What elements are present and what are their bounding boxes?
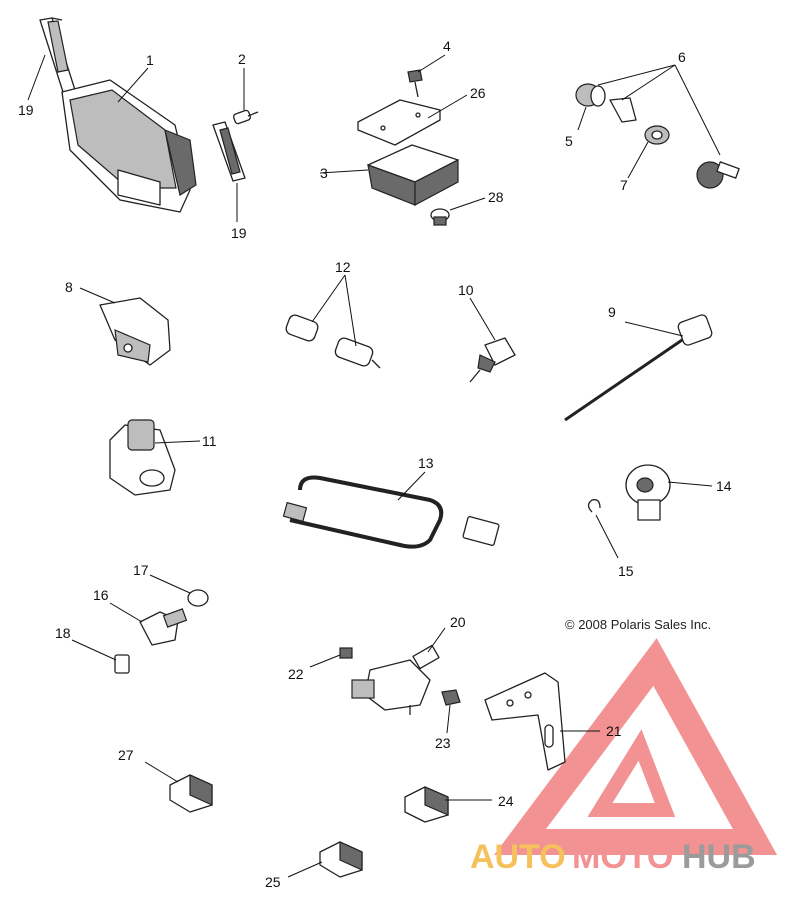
callout-10: 10 <box>458 282 474 298</box>
callout-20: 20 <box>450 614 466 630</box>
callout-27: 27 <box>118 747 134 763</box>
leader-lines <box>27 54 721 878</box>
callout-2: 2 <box>238 51 246 67</box>
callout-9: 9 <box>608 304 616 320</box>
callout-28: 28 <box>488 189 504 205</box>
watermark-logo: AUTO MOTO HUB <box>470 638 778 876</box>
part-20-idle-valve <box>351 644 440 715</box>
part-17-o-ring <box>187 589 209 607</box>
callout-4: 4 <box>443 38 451 54</box>
callout-3: 3 <box>320 165 328 181</box>
part-6-sensor-right <box>696 161 740 189</box>
part-18-bolt <box>114 654 130 674</box>
part-21-bracket <box>484 672 566 771</box>
callout-16: 16 <box>93 587 109 603</box>
part-22-screw <box>339 647 353 659</box>
callout-24: 24 <box>498 793 514 809</box>
part-27-relay <box>169 774 213 813</box>
part-1-ecu <box>61 79 197 213</box>
callout-14: 14 <box>716 478 732 494</box>
part-10-temp-sensor <box>469 337 516 383</box>
callout-18: 18 <box>55 625 71 641</box>
part-2-screw <box>232 109 259 125</box>
part-19-bracket-right <box>212 121 246 182</box>
watermark-moto: MOTO <box>572 838 673 876</box>
callout-13: 13 <box>418 455 434 471</box>
callout-25: 25 <box>265 874 281 890</box>
part-8-map-sensor <box>99 297 171 366</box>
callout-15: 15 <box>618 563 634 579</box>
part-6-clip <box>609 97 637 123</box>
part-19-bracket-left <box>39 17 76 93</box>
callout-21: 21 <box>606 723 622 739</box>
part-26-cover-plate <box>357 99 441 146</box>
part-16-sensor <box>139 608 188 646</box>
part-28-grommet <box>430 208 450 226</box>
part-23-nut <box>441 689 461 706</box>
callout-19-left: 19 <box>18 102 34 118</box>
part-12-fuses <box>285 314 381 369</box>
callout-17: 17 <box>133 562 149 578</box>
part-4-bolt <box>407 69 423 98</box>
part-7-washer <box>644 125 670 145</box>
part-3-module-box <box>367 144 459 207</box>
callout-26: 26 <box>470 85 486 101</box>
part-25-relay <box>319 841 363 878</box>
part-11-throttle-sensor <box>109 419 176 496</box>
watermark-auto: AUTO <box>470 838 566 876</box>
callout-19-right: 19 <box>231 225 247 241</box>
callout-7: 7 <box>620 177 628 193</box>
watermark-hub: HUB <box>682 838 756 876</box>
callout-8: 8 <box>65 279 73 295</box>
callout-6: 6 <box>678 49 686 65</box>
copyright-notice: © 2008 Polaris Sales Inc. <box>565 617 711 632</box>
callout-1: 1 <box>146 52 154 68</box>
part-15-clip <box>587 499 601 513</box>
part-24-relay <box>404 786 449 823</box>
callout-labels: 19 1 2 19 4 26 3 28 6 5 7 8 12 10 9 11 1… <box>18 38 732 890</box>
part-13-wire-harness <box>282 475 500 549</box>
part-5-sensor <box>575 83 606 107</box>
callout-22: 22 <box>288 666 304 682</box>
callout-23: 23 <box>435 735 451 751</box>
callout-11: 11 <box>202 433 217 449</box>
part-9-probe-sensor <box>564 314 713 422</box>
callout-5: 5 <box>565 133 573 149</box>
part-14-knock-sensor <box>625 464 671 521</box>
callout-12: 12 <box>335 259 351 275</box>
